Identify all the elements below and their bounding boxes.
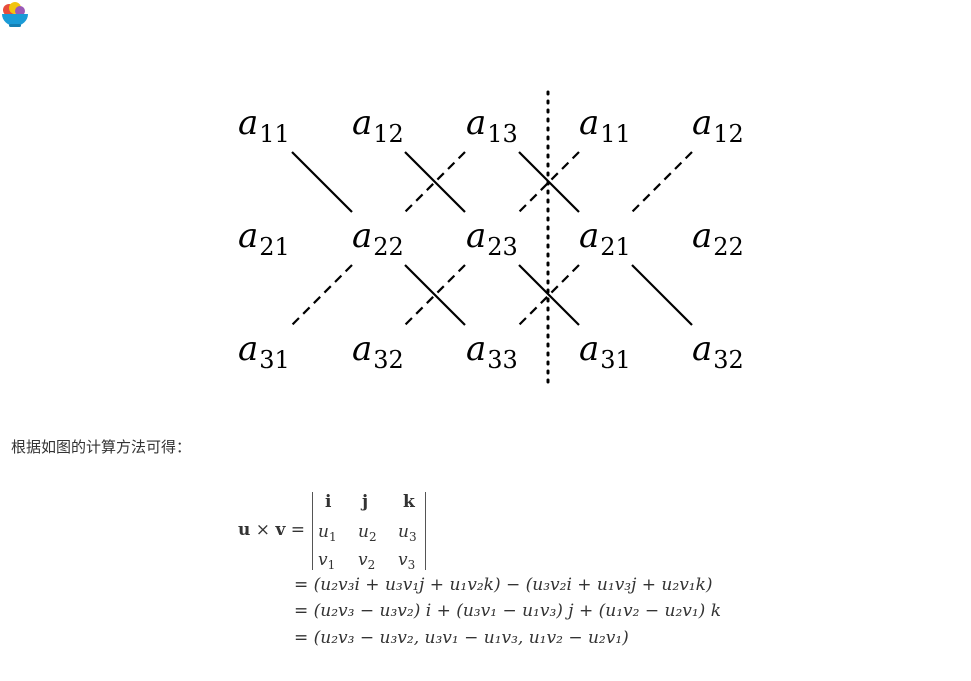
entry-a13: a13 <box>466 103 518 148</box>
formula-line-2: = (u₂v₃ − u₃v₂) i + (u₃v₁ − u₁v₃) j + (u… <box>294 601 722 621</box>
matrix-i: i <box>325 492 332 512</box>
entry-a21-repeat: a21 <box>579 216 631 261</box>
entry-a31-repeat: a31 <box>579 329 631 374</box>
sarrus-diagram: a11 a12 a13 a11 a12 a21 a22 a23 a21 a22 … <box>0 0 744 388</box>
solid-diagonal <box>518 264 580 326</box>
entry-a32: a32 <box>352 329 404 374</box>
matrix-v3: v3 <box>398 550 416 572</box>
solid-diagonal <box>404 151 466 213</box>
entry-a12: a12 <box>352 103 404 148</box>
entry-a22: a22 <box>352 216 404 261</box>
bowl-icon[interactable] <box>0 0 30 30</box>
determinant-left-bar <box>312 492 313 570</box>
matrix-v1: v1 <box>318 550 336 572</box>
formula-line-3: = (u₂v₃ − u₃v₂, u₃v₁ − u₁v₃, u₁v₂ − u₂v₁… <box>294 628 629 648</box>
caption-text: 根据如图的计算方法可得： <box>11 438 192 456</box>
entry-a21: a21 <box>238 216 290 261</box>
solid-diagonal <box>631 264 693 326</box>
entry-a11: a11 <box>238 103 290 148</box>
matrix-u2: u2 <box>358 522 377 544</box>
dashed-diagonal <box>291 264 353 326</box>
matrix-v2: v2 <box>358 550 376 572</box>
entry-a11-repeat: a11 <box>579 103 631 148</box>
matrix-u1: u1 <box>318 522 337 544</box>
solid-diagonal <box>291 151 353 213</box>
determinant-right-bar <box>425 492 426 570</box>
dashed-diagonal <box>631 151 693 213</box>
matrix-k: k <box>403 492 415 512</box>
solid-diagonal <box>404 264 466 326</box>
matrix-u3: u3 <box>398 522 417 544</box>
entry-a22-repeat: a22 <box>692 216 744 261</box>
entry-a23: a23 <box>466 216 518 261</box>
diagonal-lines <box>291 90 693 388</box>
matrix-j: j <box>362 492 369 512</box>
formula-lhs: u × v = <box>238 520 305 540</box>
entry-a12-repeat: a12 <box>692 103 744 148</box>
formula-line-1: = (u₂v₃i + u₃v₁j + u₁v₂k) − (u₃v₂i + u₁v… <box>294 575 713 595</box>
entry-a31: a31 <box>238 329 290 374</box>
cross-product-formula: u × v = i j k u1 u2 u3 v1 v2 v3 = (u₂v₃i… <box>0 480 971 680</box>
entry-a33: a33 <box>466 329 518 374</box>
entry-a32-repeat: a32 <box>692 329 744 374</box>
